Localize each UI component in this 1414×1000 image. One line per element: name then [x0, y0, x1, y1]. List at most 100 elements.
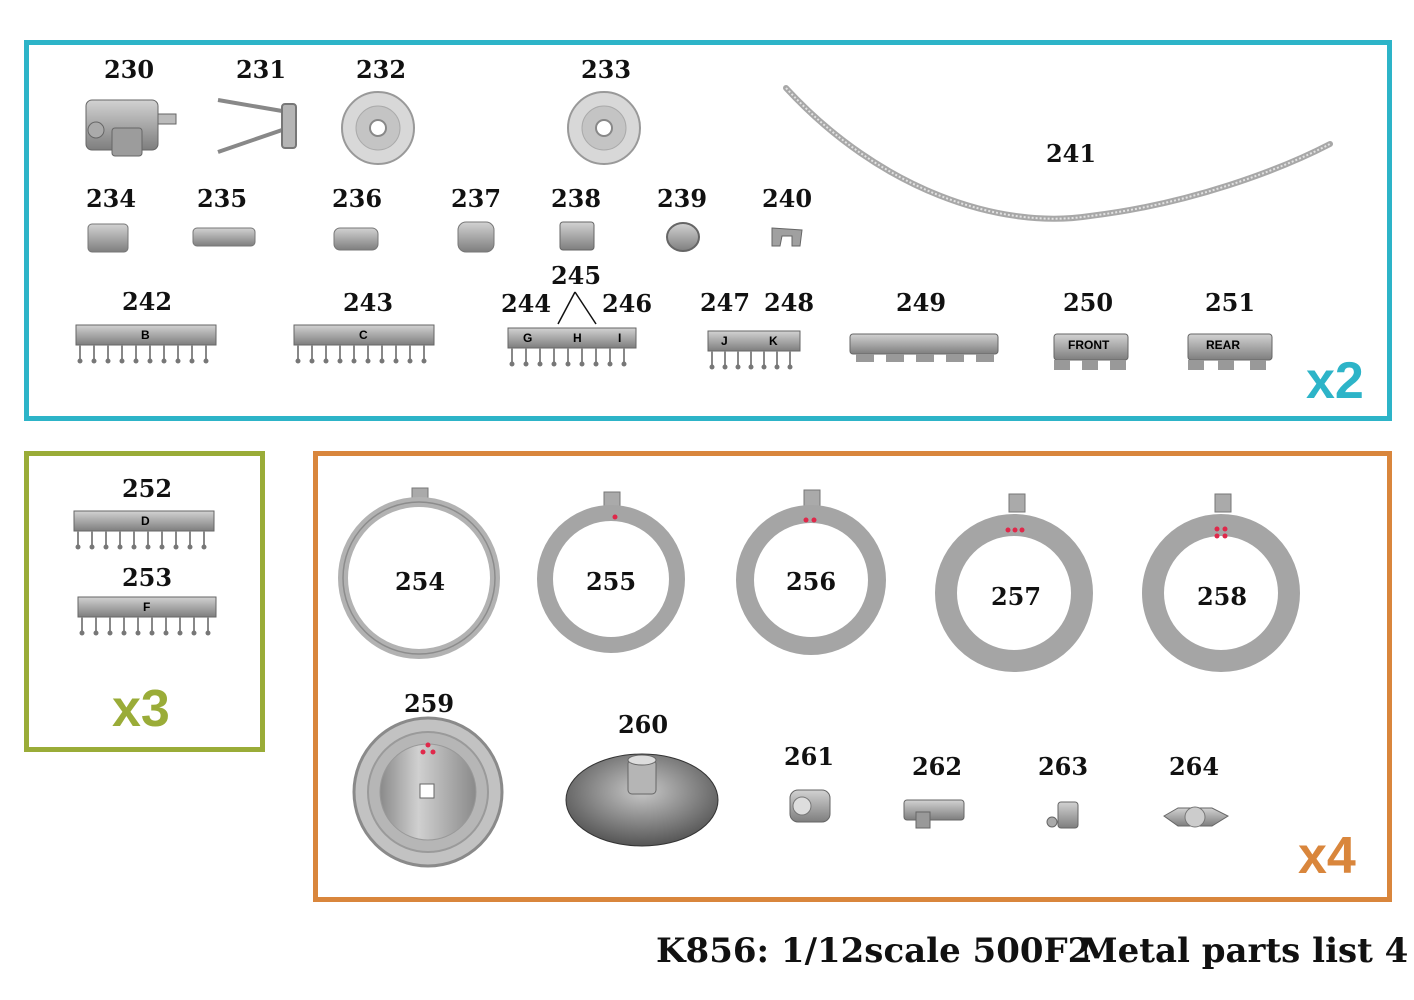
terminal-pin-tip — [579, 361, 585, 367]
part-236-bushing — [333, 227, 379, 251]
terminal-pin-tip — [163, 630, 169, 636]
terminal-pin-tip — [607, 361, 613, 367]
part-249-bracket — [849, 333, 999, 362]
part-234-sleeve — [87, 223, 129, 253]
part-number: 244 — [500, 289, 552, 318]
part-number: 255 — [585, 567, 637, 596]
terminal-pin-tip — [593, 361, 599, 367]
terminal-pin-tip — [145, 544, 151, 550]
terminal-pin-tip — [131, 544, 137, 550]
part-237-cap — [457, 221, 495, 253]
terminal-pin-tip — [551, 361, 557, 367]
terminal-pin-tip — [105, 358, 111, 364]
part-252-terminal-bar — [73, 510, 215, 532]
part-number: 235 — [196, 184, 248, 213]
bar-letter: I — [618, 331, 622, 345]
part-number: 250 — [1062, 288, 1114, 317]
group-x4-frame — [313, 451, 1392, 902]
part-number: 254 — [394, 567, 446, 596]
part-number: 263 — [1037, 752, 1089, 781]
terminal-pin-tip — [191, 630, 197, 636]
part-264-wingnut — [1163, 806, 1230, 828]
part-244-246-terminal-bar — [507, 291, 637, 349]
terminal-pin-tip — [121, 630, 127, 636]
part-number: 242 — [121, 287, 173, 316]
part-number: 236 — [331, 184, 383, 213]
bar-letter: F — [143, 600, 151, 614]
terminal-pin-tip — [722, 364, 728, 370]
part-263-fitting — [1046, 801, 1079, 829]
terminal-pin-tip — [709, 364, 715, 370]
part-243-terminal-bar — [293, 324, 435, 346]
part-number: 232 — [355, 55, 407, 84]
part-number: 264 — [1168, 752, 1220, 781]
terminal-pin-tip — [351, 358, 357, 364]
part-262-fitting — [903, 799, 965, 829]
bar-letter: D — [141, 514, 150, 528]
part-number: 233 — [580, 55, 632, 84]
part-number: 258 — [1196, 582, 1248, 611]
terminal-pin-tip — [203, 358, 209, 364]
terminal-pin-tip — [393, 358, 399, 364]
terminal-pins — [75, 345, 793, 636]
part-251-rear-plate — [1187, 333, 1273, 370]
terminal-pin-tip — [173, 544, 179, 550]
bar-letter: G — [523, 331, 533, 345]
terminal-pin-tip — [159, 544, 165, 550]
terminal-pin-tip — [79, 630, 85, 636]
part-239-plug — [666, 222, 700, 252]
part-number: 248 — [763, 288, 815, 317]
terminal-pin-tip — [89, 544, 95, 550]
part-number: 246 — [601, 289, 653, 318]
part-255-ring — [537, 491, 685, 653]
terminal-pin-tip — [117, 544, 123, 550]
part-number: 245 — [550, 261, 602, 290]
part-257-ring — [935, 493, 1093, 672]
part-number: 251 — [1204, 288, 1256, 317]
part-number: 260 — [617, 710, 669, 739]
bar-letter: H — [573, 331, 582, 345]
part-241-cable — [783, 85, 1333, 222]
terminal-pin-tip — [523, 361, 529, 367]
part-number: 237 — [450, 184, 502, 213]
terminal-pin-tip — [774, 364, 780, 370]
terminal-pin-tip — [761, 364, 767, 370]
terminal-pin-tip — [337, 358, 343, 364]
part-number: 238 — [550, 184, 602, 213]
bar-letter: C — [359, 328, 368, 342]
terminal-pin-tip — [365, 358, 371, 364]
part-number: 262 — [911, 752, 963, 781]
terminal-pin-tip — [107, 630, 113, 636]
terminal-pin-tip — [149, 630, 155, 636]
part-number: 239 — [656, 184, 708, 213]
terminal-pin-tip — [509, 361, 515, 367]
part-259-wheel-hub — [352, 716, 504, 868]
part-number: 253 — [121, 563, 173, 592]
terminal-pin-tip — [787, 364, 793, 370]
terminal-pin-tip — [103, 544, 109, 550]
part-240-clip — [771, 227, 803, 247]
part-231-wishbone — [217, 98, 297, 154]
part-number: 257 — [990, 582, 1042, 611]
terminal-pin-tip — [189, 358, 195, 364]
terminal-pin-tip — [621, 361, 627, 367]
terminal-pin-tip — [75, 544, 81, 550]
part-number: 234 — [85, 184, 137, 213]
terminal-pin-tip — [735, 364, 741, 370]
bar-letter: J — [721, 334, 728, 348]
part-number: 241 — [1045, 139, 1097, 168]
terminal-pin-tip — [161, 358, 167, 364]
terminal-pin-tip — [421, 358, 427, 364]
part-247-248-terminal-bar — [707, 330, 801, 352]
terminal-pin-tip — [201, 544, 207, 550]
part-260-dish — [565, 753, 719, 847]
bar-letter: K — [769, 334, 778, 348]
part-242-terminal-bar — [75, 324, 217, 346]
terminal-pin-tip — [205, 630, 211, 636]
parts-list-title: Metal parts list 4 — [1080, 931, 1409, 971]
group-x2-frame — [24, 40, 1392, 421]
terminal-pin-tip — [187, 544, 193, 550]
terminal-pin-tip — [295, 358, 301, 364]
terminal-pin-tip — [77, 358, 83, 364]
